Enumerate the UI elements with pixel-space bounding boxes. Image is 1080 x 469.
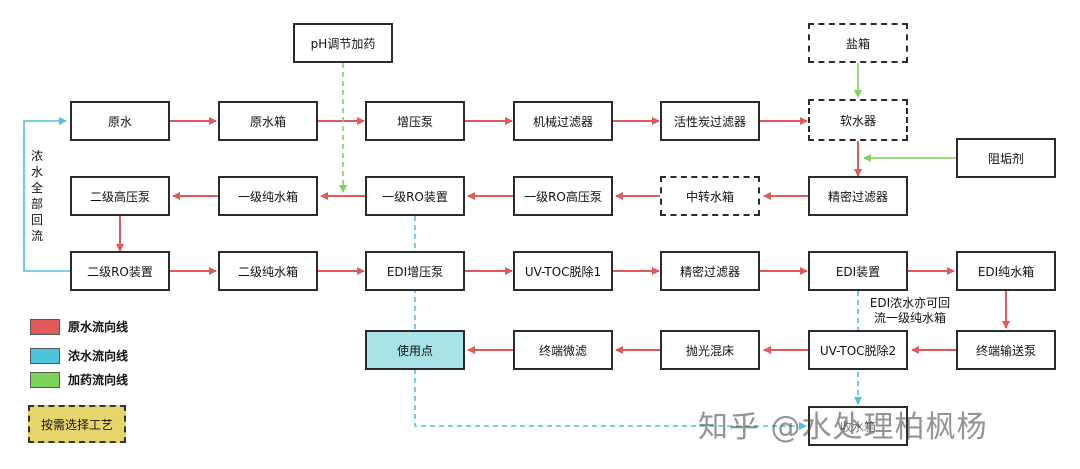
uv-toc-1-box: UV-TOC脱除1 [513,251,613,291]
legend-concentrate-label: 浓水流向线 [68,349,129,363]
legend-dosing: 加药流向线 [30,371,128,388]
recycle-char: 流 [30,229,43,243]
mechanical-filter-box: 机械过滤器 [513,101,613,141]
salt-box: 盐箱 [808,23,908,63]
edi-pure-tank-box: EDI纯水箱 [956,251,1056,291]
ro1-unit-box: 一级RO装置 [365,176,465,216]
ro2-hp-pump-box: 二级高压泵 [70,176,170,216]
legend-raw-water: 原水流向线 [30,318,128,335]
booster-pump-box: 增压泵 [365,101,465,141]
dosing-flow-lines [339,63,956,193]
uv-toc-2-box: UV-TOC脱除2 [808,330,908,370]
legend-raw-label: 原水流向线 [68,320,129,334]
precision-filter-1-box: 精密过滤器 [808,176,908,216]
edi-note-line-2: 流一级纯水箱 [873,311,946,325]
collection-tank-box: 收水箱 [808,406,908,446]
recycle-char: 水 [30,165,43,179]
transfer-tank-box: 中转水箱 [660,176,760,216]
concentrate-recycle-label: 浓 水 全 部 回 流 [30,148,44,244]
edi-unit-box: EDI装置 [808,251,908,291]
polishing-bed-box: 抛光混床 [660,330,760,370]
raw-water-flow-lines [116,117,1010,354]
precision-filter-2-box: 精密过滤器 [660,251,760,291]
ph-dosing-box: pH调节加药 [293,23,393,63]
recycle-char: 回 [30,213,43,227]
ro2-pure-tank-box: 二级纯水箱 [218,251,318,291]
legend-raw-swatch [30,318,60,335]
edi-note-line-1: EDI浓水亦可回 [869,296,951,310]
edi-booster-box: EDI增压泵 [365,251,465,291]
ro1-hp-pump-box: 一级RO高压泵 [513,176,613,216]
legend-optional-process: 按需选择工艺 [28,405,126,443]
ro1-pure-tank-box: 一级纯水箱 [218,176,318,216]
carbon-filter-box: 活性炭过滤器 [660,101,760,141]
softener-box: 软水器 [808,99,908,141]
antiscalant-box: 阻垢剂 [956,138,1056,178]
terminal-pump-box: 终端输送泵 [956,330,1056,370]
edi-concentrate-note: EDI浓水亦可回 流一级纯水箱 [862,296,958,326]
legend-concentrate: 浓水流向线 [30,347,128,364]
ro2-unit-box: 二级RO装置 [70,251,170,291]
legend-dosing-label: 加药流向线 [68,373,129,387]
raw-water-box: 原水 [70,101,170,141]
raw-tank-box: 原水箱 [218,101,318,141]
legend-concentrate-swatch [30,347,60,364]
legend-dosing-swatch [30,371,60,388]
watermark-text: 知乎 @水处理柏枫杨 [698,410,988,445]
point-of-use-box: 使用点 [365,330,465,370]
recycle-char: 全 [30,181,43,195]
terminal-filter-box: 终端微滤 [513,330,613,370]
recycle-char: 部 [30,197,43,211]
recycle-char: 浓 [30,149,43,163]
